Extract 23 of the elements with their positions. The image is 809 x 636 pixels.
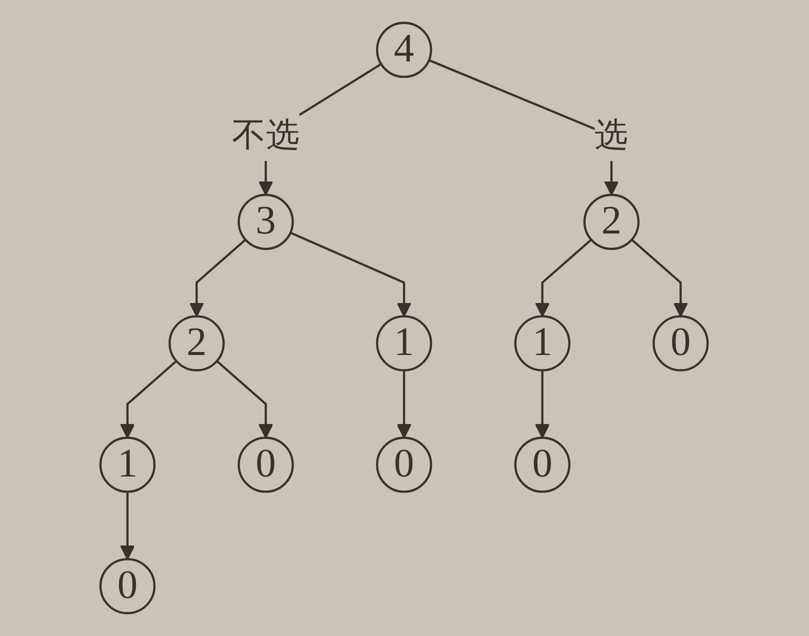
node-circle: 0	[514, 436, 571, 493]
arrow	[631, 238, 688, 317]
node-circle: 1	[514, 315, 571, 372]
arrow	[290, 232, 412, 317]
arrow	[216, 360, 274, 438]
node-circle: 0	[238, 436, 294, 493]
node-circle: 0	[100, 558, 156, 614]
arrow	[120, 360, 178, 438]
node-circle: 2	[168, 315, 226, 372]
node-circle: 1	[376, 315, 433, 372]
node-circle: 2	[584, 194, 640, 250]
arrow	[397, 370, 412, 438]
node-circle: 0	[653, 315, 710, 372]
node-circle: 1	[100, 436, 156, 493]
arrow	[535, 370, 550, 438]
arrow	[190, 238, 247, 317]
node-circle: 3	[238, 194, 294, 250]
node-circle: 4	[376, 22, 433, 78]
edge-label: 不选	[232, 117, 300, 154]
node-circle: 0	[376, 436, 433, 493]
edge-label: 选	[595, 117, 629, 154]
arrow	[535, 238, 592, 317]
arrow	[120, 492, 136, 560]
